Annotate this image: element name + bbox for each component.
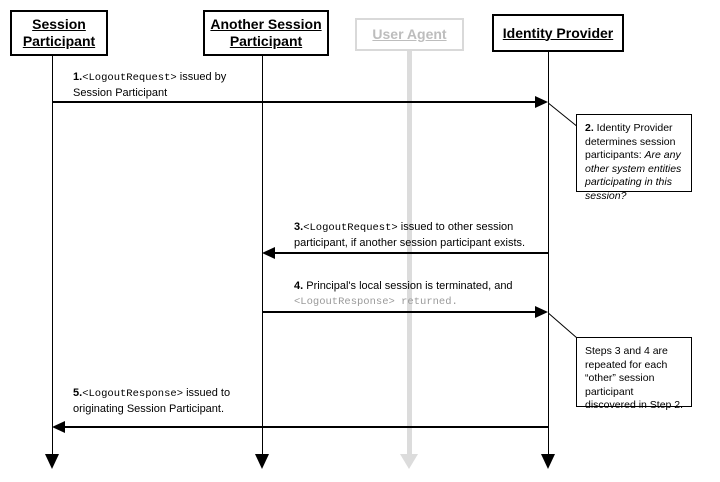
note-number-2: 2. [585,122,594,134]
message-code-4-line2: <LogoutResponse> [294,296,395,308]
actor-label-another-session-participant: Another Session Participant [206,16,325,50]
message-arrowhead-4 [535,306,548,318]
message-code-3: <LogoutRequest> [303,222,398,234]
lifeline-end-arrow-identity-provider [541,454,555,469]
note-connector-repeat [548,313,580,340]
note-connector-2 [548,103,577,127]
actor-label-line1: Session [32,16,86,32]
message-arrow-1 [52,101,536,103]
note-box-repeat: Steps 3 and 4 are repeated for each “oth… [576,337,692,411]
message-label-5: 5.<LogoutResponse> issued to originating… [73,386,323,417]
lifeline-session-participant [52,56,53,456]
message-label-1: 1.<LogoutRequest> issued by Session Part… [73,70,323,101]
actor-label-identity-provider: Identity Provider [499,25,617,42]
message-arrowhead-3 [262,247,275,259]
message-number-4: 4. [294,280,304,292]
message-text-5-line2: originating Session Participant. [73,403,225,415]
message-arrow-3 [275,252,548,254]
lifeline-end-arrow-another-session-participant [255,454,269,469]
actor-label-line1: Another Session [210,16,322,32]
message-label-4: 4. Principal's local session is terminat… [294,279,559,310]
actor-label-line1: User Agent [372,26,447,42]
message-text-1: issued by [176,71,227,83]
actor-label-line1: Identity Provider [502,24,614,41]
lifeline-end-arrow-session-participant [45,454,59,469]
message-arrowhead-5 [52,421,65,433]
actor-label-line2: Participant [229,33,303,49]
note-box-2: 2. Identity Provider determines session … [576,114,692,202]
message-code-5: <LogoutResponse> [82,388,184,400]
message-arrowhead-1 [535,96,548,108]
message-code-4-line2-tail: returned. [394,296,458,308]
message-arrow-4 [262,311,536,313]
message-text-3: issued to other session [397,221,514,233]
message-label-3: 3.<LogoutRequest> issued to other sessio… [294,220,559,251]
actor-box-user-agent[interactable]: User Agent [355,18,464,51]
actor-label-line2: Participant [22,33,96,49]
note-text-2: Identity Provider determines session par… [585,122,676,161]
message-text-4: Principal's local session is terminated,… [303,280,513,292]
message-code-1: <LogoutRequest> [82,72,177,84]
actor-box-identity-provider[interactable]: Identity Provider [492,14,624,52]
message-number-1: 1. [73,71,83,83]
message-arrow-5 [65,426,548,428]
actor-label-session-participant: Session Participant [19,16,99,50]
actor-box-session-participant[interactable]: Session Participant [10,10,108,56]
lifeline-end-arrow-user-agent [400,454,418,469]
note-text-repeat: Steps 3 and 4 are repeated for each “oth… [585,345,684,411]
message-number-5: 5. [73,387,83,399]
message-text-1-line2: Session Participant [73,87,168,99]
lifeline-identity-provider [548,52,549,456]
message-text-3-line2: participant, if another session particip… [294,237,526,249]
message-text-5: issued to [183,387,231,399]
actor-label-user-agent: User Agent [368,26,450,43]
actor-box-another-session-participant[interactable]: Another Session Participant [203,10,329,56]
message-number-3: 3. [294,221,304,233]
note-emphasis-2: Are any other system entities participat… [585,149,682,202]
